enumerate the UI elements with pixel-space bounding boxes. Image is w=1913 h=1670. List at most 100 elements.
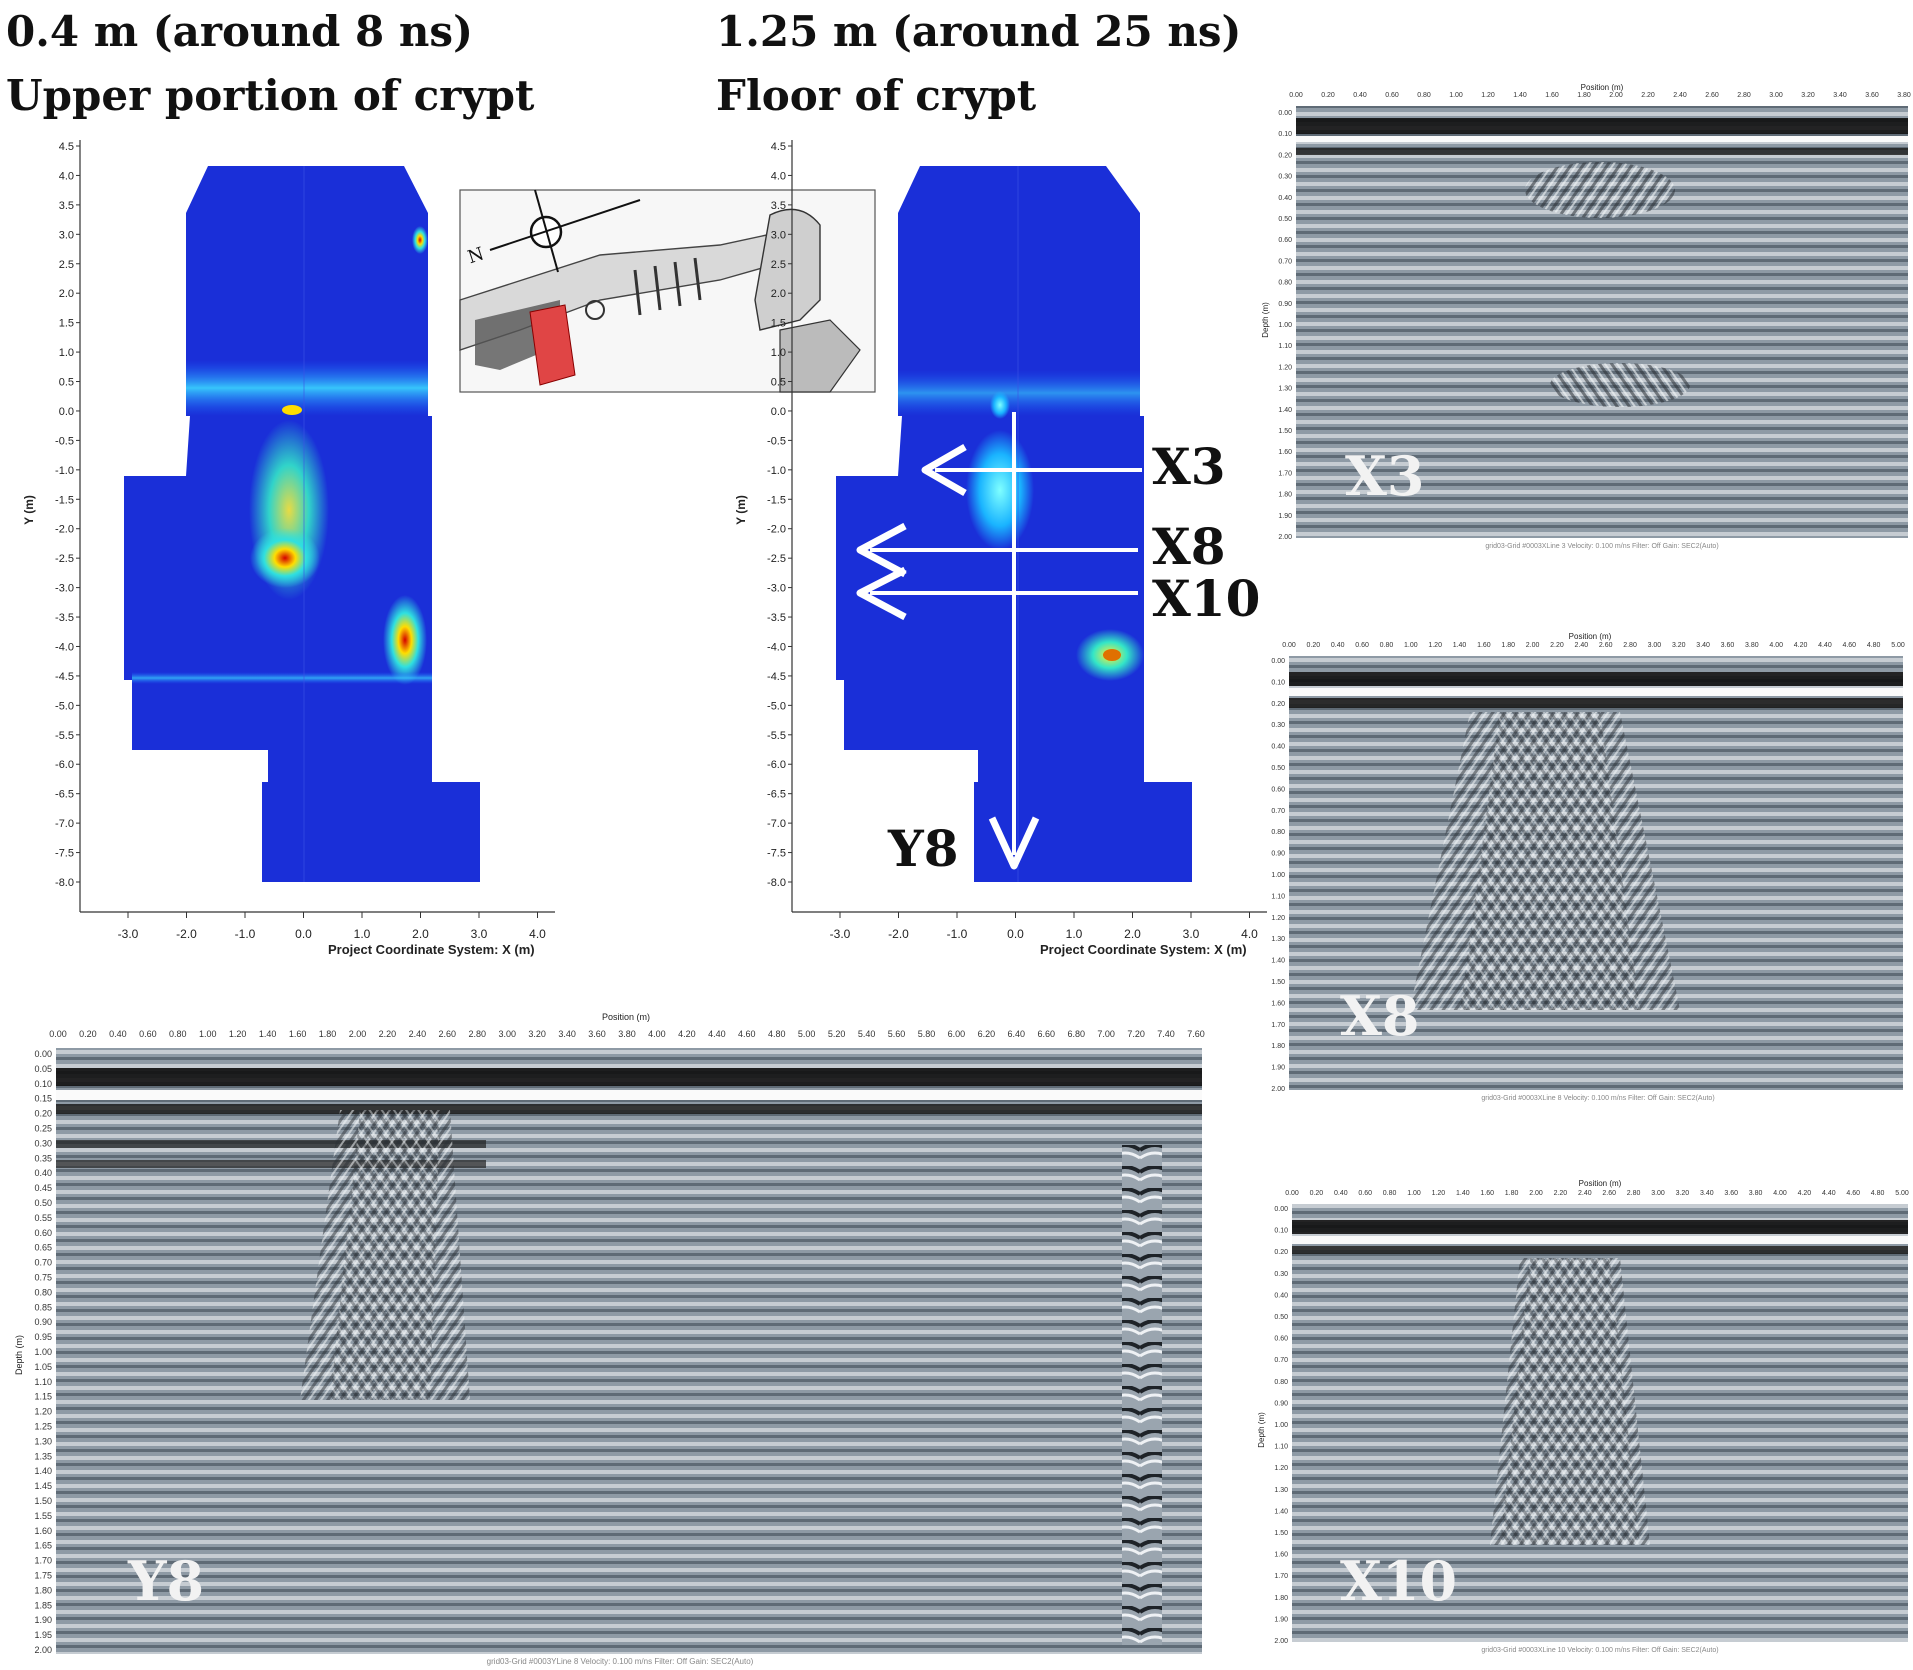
y-tick-label: 0.0 [59, 406, 74, 418]
y-tick-label: 2.5 [771, 259, 786, 271]
radargram-x3-footer: grid03-Grid #0003XLine 3 Velocity: 0.100… [1485, 543, 1718, 550]
radargram-y8-x-tick: 5.60 [888, 1029, 906, 1039]
y-tick-label: 1.5 [59, 318, 74, 330]
radargram-x3-x-tick: 1.80 [1577, 92, 1591, 99]
y-tick-label: -3.5 [55, 612, 74, 624]
radargram-x3-y-title: Depth (m) [1261, 302, 1270, 338]
profile-arrowhead-x3 [921, 443, 967, 497]
radargram-y8-y-tick: 0.05 [34, 1064, 52, 1074]
radargram-y8-image [56, 1048, 1202, 1654]
radargram-y8-y-tick: 1.55 [34, 1511, 52, 1521]
radargram-x8-y-tick: 1.60 [1271, 1000, 1285, 1007]
radargram-x10-x-title: Position (m) [1579, 1179, 1622, 1188]
radargram-x10-x-tick: 1.20 [1432, 1190, 1446, 1197]
y-tick-label: -6.5 [55, 789, 74, 801]
radargram-x8-y-tick: 1.50 [1271, 979, 1285, 986]
y-tick-label: -8.0 [767, 877, 786, 889]
radargram-x3-y-tick: 0.30 [1278, 174, 1292, 181]
radargram-y8-y-tick: 1.10 [34, 1377, 52, 1387]
radargram-y8-x-tick: 4.40 [708, 1029, 726, 1039]
radargram-x8-y-tick: 0.30 [1271, 722, 1285, 729]
radargram-y8-y-tick: 0.55 [34, 1213, 52, 1223]
profile-label-x3: X3 [1152, 437, 1226, 496]
radargram-x8-y-tick: 1.90 [1271, 1065, 1285, 1072]
radargram-x10-x-tick: 2.40 [1578, 1190, 1592, 1197]
radargram-x3-x-tick: 0.40 [1353, 92, 1367, 99]
radargram-y8-y-tick: 0.20 [34, 1109, 52, 1119]
y-tick-label: 2.0 [771, 288, 786, 300]
radargram-x3-label: X3 [1345, 444, 1424, 508]
radargram-x8-y-tick: 0.20 [1271, 701, 1285, 708]
radargram-y8-y-tick: 1.35 [34, 1451, 52, 1461]
radargram-x3-y-tick: 2.00 [1278, 534, 1292, 541]
radargram-y8-y-tick: 1.15 [34, 1392, 52, 1402]
radargram-x10-x-tick: 1.60 [1480, 1190, 1494, 1197]
radargram-y8-y-tick: 1.50 [34, 1496, 52, 1506]
radargram-x8-x-tick: 1.60 [1477, 642, 1491, 649]
radargram-x10-x-tick: 2.60 [1602, 1190, 1616, 1197]
radargram-y8-x-tick: 3.60 [588, 1029, 606, 1039]
radargram-x8-footer: grid03-Grid #0003XLine 8 Velocity: 0.100… [1481, 1095, 1714, 1102]
radargram-x8-y-tick: 0.10 [1271, 679, 1285, 686]
radargram-x3-y-tick: 1.90 [1278, 513, 1292, 520]
y-tick-label: -3.5 [767, 612, 786, 624]
right-slice-spot-top [990, 391, 1010, 419]
radargram-x3-y-tick: 1.80 [1278, 492, 1292, 499]
radargram-y8-y-tick: 0.15 [34, 1094, 52, 1104]
radargram-y8-y-tick: 0.50 [34, 1198, 52, 1208]
left-slice-depth-label: 0.4 m (around 8 ns) [6, 7, 473, 56]
x-tick-label: 0.0 [295, 927, 312, 941]
right-slice-cyan-band [898, 370, 1140, 416]
radargram-x10-y-tick: 0.10 [1274, 1228, 1288, 1235]
radargram-x3-y-tick: 0.80 [1278, 280, 1292, 287]
y-tick-label: 4.5 [771, 141, 786, 153]
radargram-y8-x-tick: 2.40 [409, 1029, 427, 1039]
radargram-x10-x-tick: 0.60 [1358, 1190, 1372, 1197]
radargram-x8-x-tick: 4.80 [1867, 642, 1881, 649]
radargram-x10-x-tick: 3.00 [1651, 1190, 1665, 1197]
radargram-x3-y-tick: 1.10 [1278, 343, 1292, 350]
radargram-x10-x-tick: 1.40 [1456, 1190, 1470, 1197]
radargram-x8-y-tick: 1.20 [1271, 915, 1285, 922]
y-tick-label: 2.0 [59, 288, 74, 300]
right-slice-y-ticks: 4.54.03.53.02.52.01.51.00.50.0-0.5-1.0-1… [767, 141, 792, 889]
x-tick-label: 3.0 [471, 927, 488, 941]
radargram-y8-x-tick: 5.80 [918, 1029, 936, 1039]
radargram-x3-y-tick: 0.90 [1278, 301, 1292, 308]
radargram-y8-y-tick: 1.65 [34, 1541, 52, 1551]
left-depth-slice: 4.54.03.53.02.52.01.51.00.50.0-0.5-1.0-1… [22, 140, 555, 957]
y-tick-label: 3.5 [771, 200, 786, 212]
y-tick-label: -1.0 [767, 465, 786, 477]
radargram-y8-y-tick: 0.40 [34, 1168, 52, 1178]
radargram-y8-y-tick: 0.65 [34, 1243, 52, 1253]
left-slice-cyan-stripe [132, 672, 432, 684]
x-tick-label: 2.0 [412, 927, 429, 941]
right-slice-description: Floor of crypt [716, 71, 1037, 120]
radargram-x8-x-tick: 4.60 [1842, 642, 1856, 649]
y-tick-label: -7.5 [55, 848, 74, 860]
left-slice-anomaly-east [383, 595, 427, 685]
radargram-y8-x-tick: 1.60 [289, 1029, 307, 1039]
radargram-y8-y-tick: 0.80 [34, 1287, 52, 1297]
y-tick-label: -0.5 [55, 435, 74, 447]
y-tick-label: 0.5 [771, 377, 786, 389]
radargram-x3-x-tick: 0.20 [1321, 92, 1335, 99]
radargram-x10-y-tick: 1.10 [1274, 1444, 1288, 1451]
y-tick-label: 4.0 [59, 170, 74, 182]
radargram-x8-x-tick: 3.00 [1648, 642, 1662, 649]
radargram-y8-y-tick: 0.70 [34, 1258, 52, 1268]
y-tick-label: -4.0 [767, 641, 786, 653]
radargram-x8-y-tick: 1.70 [1271, 1022, 1285, 1029]
radargram-y8-x-tick: 1.40 [259, 1029, 277, 1039]
radargram-y8-y-tick: 1.75 [34, 1571, 52, 1581]
radargram-x10-y-tick: 1.00 [1274, 1422, 1288, 1429]
radargram-y8-y-tick: 0.45 [34, 1183, 52, 1193]
y-tick-label: 0.0 [771, 406, 786, 418]
radargram-y8-x-tick: 6.00 [948, 1029, 966, 1039]
radargram-x3-x-tick: 2.40 [1673, 92, 1687, 99]
radargram-y8-x-tick: 4.80 [768, 1029, 786, 1039]
site-map-building-east [779, 319, 861, 393]
x-tick-label: -2.0 [888, 927, 909, 941]
right-slice-anomaly-center [966, 430, 1034, 550]
